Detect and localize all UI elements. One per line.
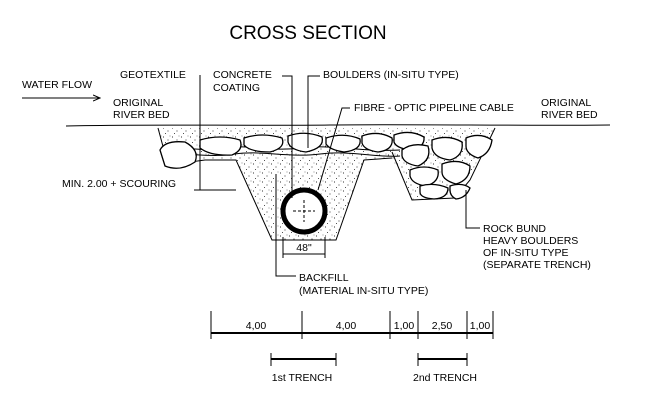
rock-bund-boulders	[401, 134, 493, 200]
dimension-label-2: 4,00	[336, 320, 357, 332]
river-bed-right-line1: ORIGINAL	[541, 97, 591, 109]
trench-1-label: 1st TRENCH	[272, 372, 332, 384]
boulders-label: BOULDERS (IN-SITU TYPE)	[323, 69, 459, 81]
backfill-leader	[275, 174, 296, 277]
fibre-cable-label: FIBRE - OPTIC PIPELINE CABLE	[354, 102, 514, 114]
water-flow-label: WATER FLOW	[22, 79, 92, 91]
rock-bund-line4: (SEPARATE TRENCH)	[483, 259, 591, 271]
fibre-cable-leader	[317, 107, 350, 191]
rock-bund-line2: HEAVY BOULDERS	[483, 235, 578, 247]
dimension-label-4: 2,50	[432, 320, 453, 332]
boulder-layer	[159, 131, 425, 169]
rock-bund-leader	[465, 190, 480, 229]
pipe-diameter-label: 48"	[296, 242, 312, 254]
rock-bund-line3: OF IN-SITU TYPE	[483, 247, 569, 259]
boulders-leader	[307, 75, 320, 148]
dimension-label-3: 1,00	[394, 320, 415, 332]
rock-bund-line1: ROCK BUND	[483, 223, 546, 235]
river-bed-right-line2: RIVER BED	[541, 109, 598, 121]
concrete-coating-leader	[282, 75, 293, 198]
river-bed-left-line2: RIVER BED	[113, 109, 170, 121]
concrete-coating-line1: CONCRETE	[213, 69, 272, 81]
river-bed-left-line1: ORIGINAL	[113, 97, 163, 109]
geotextile-layer-lower	[164, 152, 401, 157]
drawing-title: CROSS SECTION	[229, 23, 386, 44]
backfill-line1: BACKFILL	[299, 272, 349, 284]
trench-2-label: 2nd TRENCH	[413, 372, 477, 384]
min-depth-label: MIN. 2.00 + SCOURING	[62, 178, 176, 190]
geotextile-label: GEOTEXTILE	[120, 69, 186, 81]
concrete-coating-line2: COATING	[213, 82, 260, 94]
dimension-label-1: 4,00	[246, 320, 267, 332]
backfill-line2: (MATERIAL IN-SITU TYPE)	[299, 285, 428, 297]
dimension-ticks	[210, 311, 494, 339]
dimension-label-5: 1,00	[470, 320, 491, 332]
river-bed-line	[65, 124, 611, 127]
